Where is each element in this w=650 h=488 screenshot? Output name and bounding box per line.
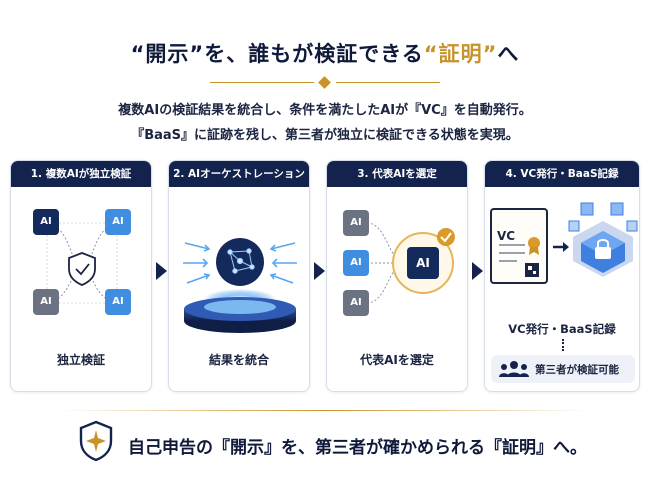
step-header-3: 3. 代表AIを選定 [327,161,467,187]
orchestration-graphic [183,238,297,333]
chip-icon: AI [29,289,63,315]
subtitle-line-2: 『BaaS』に証跡を残し、第三者が独立に検証できる状態を実現。 [131,128,519,143]
chip-icon: AI [101,289,135,315]
chip-icon: AI [29,209,63,235]
third-party-text: 第三者が検証可能 [535,364,619,376]
third-party-box: 第三者が検証可能 [491,355,635,383]
step-header-1: 1. 複数AIが独立検証 [11,161,151,187]
flow-arrow-2 [314,262,325,280]
chip-icon: AI [339,210,373,236]
vc-text: VC [497,229,516,243]
step1-connections [46,222,118,304]
step-label-4: VC発行・BaaS記録 [508,322,616,336]
step-card-2: 2. AIオーケストレーション [168,160,310,392]
qr-code-icon [525,263,539,277]
blockchain-lock-icon [568,202,638,277]
step-card-3: 3. 代表AIを選定 AI AI AI AI 代表AIを選定 [326,160,468,392]
shield-star-icon [79,420,113,462]
dotted-connector [562,339,564,351]
shield-check-icon [68,252,96,286]
step-header-4: 4. VC発行・BaaS記録 [485,161,639,187]
step-header-2: 2. AIオーケストレーション [169,161,309,187]
footer-text: 自己申告の『開示』を、第三者が確かめられる『証明』へ。 [128,438,587,458]
step-label-1: 独立検証 [56,353,105,367]
step-label-3: 代表AIを選定 [360,353,434,367]
footer-divider [60,410,590,411]
subtitle-line-1: 複数AIの検証結果を統合し、条件を満たしたAIが『VC』を自動発行。 [118,103,532,118]
step-card-1: 1. 複数AIが独立検証 AI AI AI AI 独立検証 [10,160,152,392]
checkmark-badge-icon [437,228,455,246]
people-icon [499,361,529,377]
flow-arrow-1 [156,262,167,280]
title-diamond [318,76,331,89]
chip-icon: AI [403,247,443,279]
title-divider-right [336,82,440,83]
vc-baas-graphic [490,202,638,284]
chip-icon: AI [339,290,373,316]
flow-arrow-3 [472,262,483,280]
page-title: “開示”を、誰もが検証できる“証明”へ [130,42,520,66]
step-card-4: 4. VC発行・BaaS記録 VC VC発行・BaaS記録 [484,160,640,392]
step-label-2: 結果を統合 [208,353,269,367]
title-divider-left [210,82,314,83]
chip-icon: AI [339,250,373,276]
chip-icon: AI [101,209,135,235]
incoming-arrows [183,242,297,284]
